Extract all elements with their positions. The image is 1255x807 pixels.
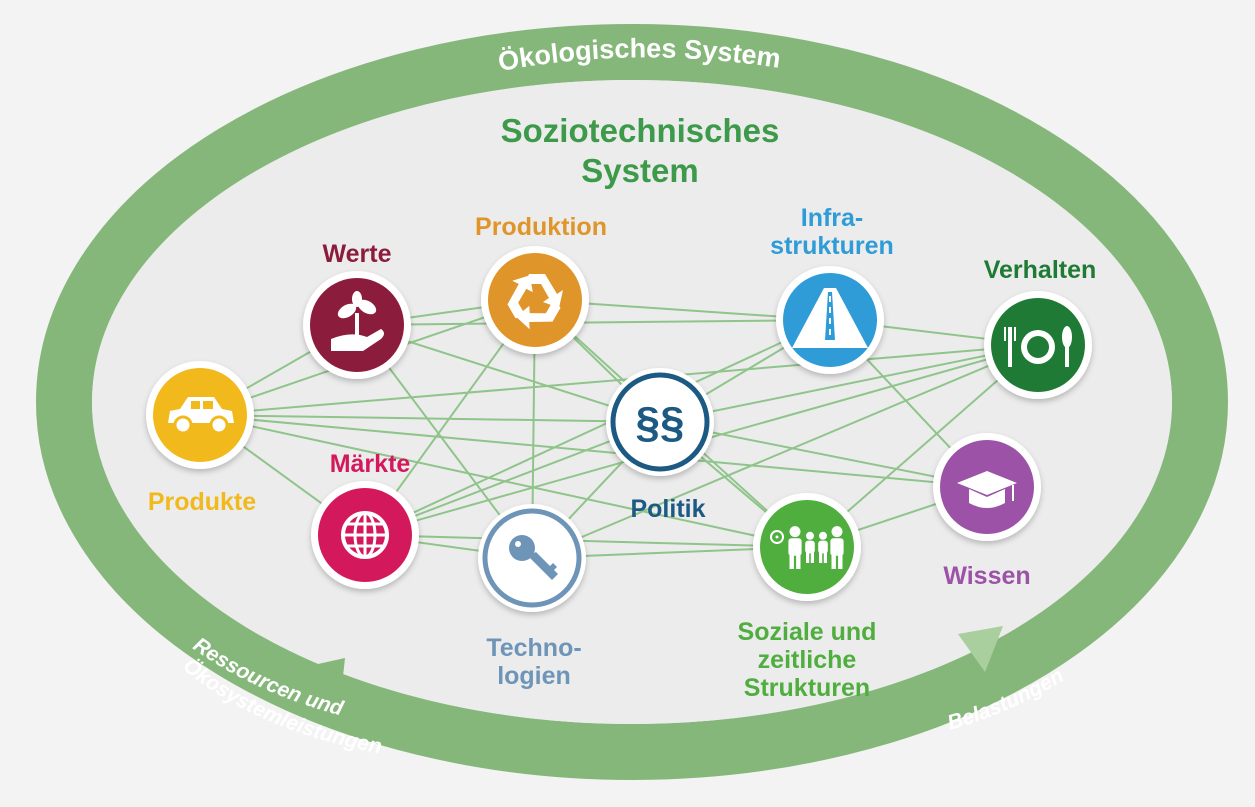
burdens-arrow-icon: [958, 626, 1003, 672]
connection-politik-wissen: [659, 421, 988, 488]
recycle-icon: [507, 274, 563, 330]
node-wissen-label-1: Wissen: [943, 562, 1030, 590]
node-produktion-label-1: Produktion: [475, 213, 607, 241]
resources-arrow-icon: [300, 658, 345, 704]
connection-produkte-wissen: [199, 414, 988, 488]
node-soziale-label-2: zeitliche: [758, 646, 857, 674]
ecological-system-ring: [36, 24, 1228, 780]
node-soziale-label-3: Strukturen: [744, 674, 870, 702]
node-technologien: Techno-logien: [478, 504, 586, 690]
node-verhalten-label-1: Verhalten: [984, 256, 1097, 284]
connection-verhalten-technologien: [531, 344, 1039, 559]
connection-verhalten-produkte: [199, 344, 1039, 416]
graduation-cap-icon: [957, 471, 1017, 508]
car-icon: [168, 397, 234, 435]
node-maerkte-label-1: Märkte: [330, 450, 411, 478]
node-soziale-label-1: Soziale und: [738, 618, 877, 646]
node-politik-disc: [610, 372, 710, 472]
connection-produkte-politik: [199, 414, 661, 423]
key-icon: [509, 535, 558, 580]
plate-cutlery-icon: [1004, 326, 1072, 367]
node-produktion: Produktion: [475, 213, 607, 354]
node-infrastrukturen-label-2: strukturen: [770, 232, 894, 260]
road-icon: [792, 288, 868, 348]
node-produktion-disc: [488, 253, 582, 347]
connection-maerkte-soziale: [364, 534, 808, 548]
node-maerkte: Märkte: [311, 450, 419, 589]
node-werte: Werte: [303, 240, 411, 379]
plant-in-hand-icon: [331, 291, 384, 351]
globe-icon: [341, 511, 389, 559]
node-politik: §§ Politik: [606, 368, 714, 523]
node-produkte-label-1: Produkte: [148, 488, 256, 516]
node-produkte: Produkte: [146, 361, 256, 516]
connection-werte-infrastrukturen: [356, 319, 831, 326]
sociotechnical-title-line2: System: [581, 152, 698, 189]
node-infrastrukturen-label-1: Infra-: [801, 204, 864, 232]
paragraph-icon: §§: [636, 398, 685, 447]
node-werte-label-1: Werte: [322, 240, 391, 268]
svg-text:§§: §§: [636, 398, 685, 447]
node-wissen: Wissen: [933, 433, 1041, 590]
node-technologien-label-1: Techno-: [486, 634, 581, 662]
node-politik-label-1: Politik: [630, 495, 705, 523]
connection-infrastrukturen-maerkte: [364, 319, 831, 536]
connection-verhalten-politik: [659, 344, 1039, 423]
node-technologien-label-2: logien: [497, 662, 571, 690]
family-clock-icon: [770, 526, 844, 569]
sociotechnical-title-line1: Soziotechnisches: [501, 112, 780, 149]
node-infrastrukturen: Infra-strukturen: [770, 204, 894, 374]
node-verhalten: Verhalten: [984, 256, 1097, 399]
